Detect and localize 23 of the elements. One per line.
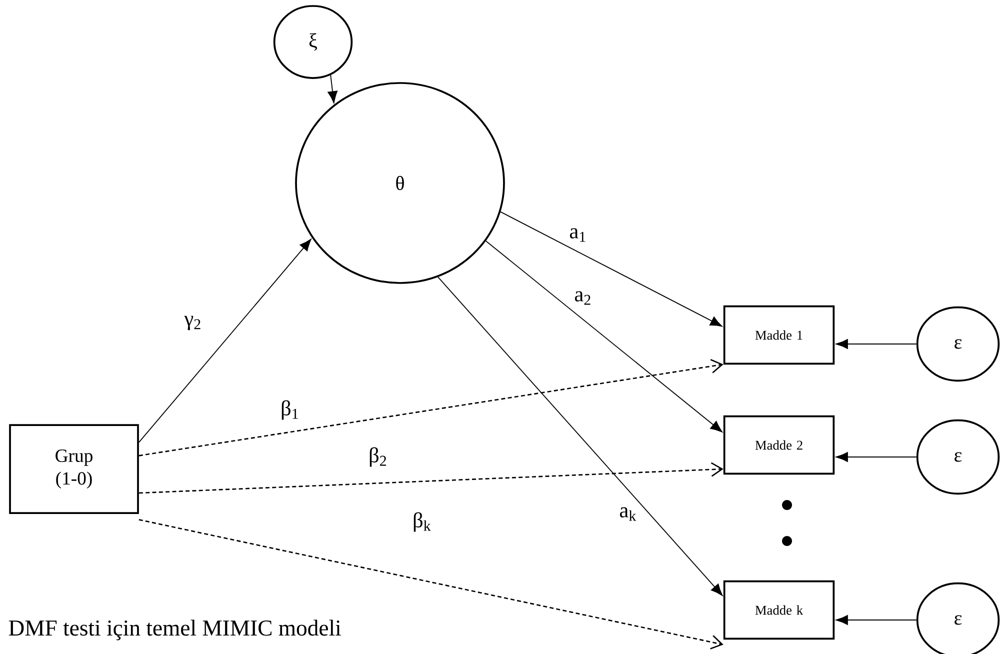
edge-label: γ$_{2}$ bbox=[182, 314, 204, 332]
arrow bbox=[138, 238, 312, 443]
arrow bbox=[328, 74, 338, 104]
dashed-arrow bbox=[138, 519, 724, 650]
edge-label: a$_{2}$ bbox=[572, 290, 594, 306]
edge-label: a$_{k}$ bbox=[618, 506, 638, 522]
variable-box: Madde 1 bbox=[723, 305, 835, 365]
edge-label: β$_{1}$ bbox=[279, 398, 301, 422]
edge-label: a$_{1}$ bbox=[568, 226, 588, 244]
dashed-arrow bbox=[138, 358, 724, 456]
arrow bbox=[836, 339, 917, 349]
variable-box: Madde k bbox=[723, 580, 835, 640]
arrow bbox=[438, 276, 723, 596]
variable-box: Madde 2 bbox=[723, 415, 835, 475]
edge-label: β$_{2}$ bbox=[367, 446, 389, 468]
caption: DMF testi için temel MIMIC modeli bbox=[8, 620, 341, 640]
arrow bbox=[836, 452, 917, 462]
variable-box: Grup (1-0) bbox=[9, 424, 139, 514]
dashed-arrow bbox=[138, 462, 724, 494]
edge-label: β$_{k}$ bbox=[411, 510, 433, 534]
arrow bbox=[485, 240, 722, 432]
arrow bbox=[836, 615, 917, 625]
arrow bbox=[500, 211, 722, 327]
